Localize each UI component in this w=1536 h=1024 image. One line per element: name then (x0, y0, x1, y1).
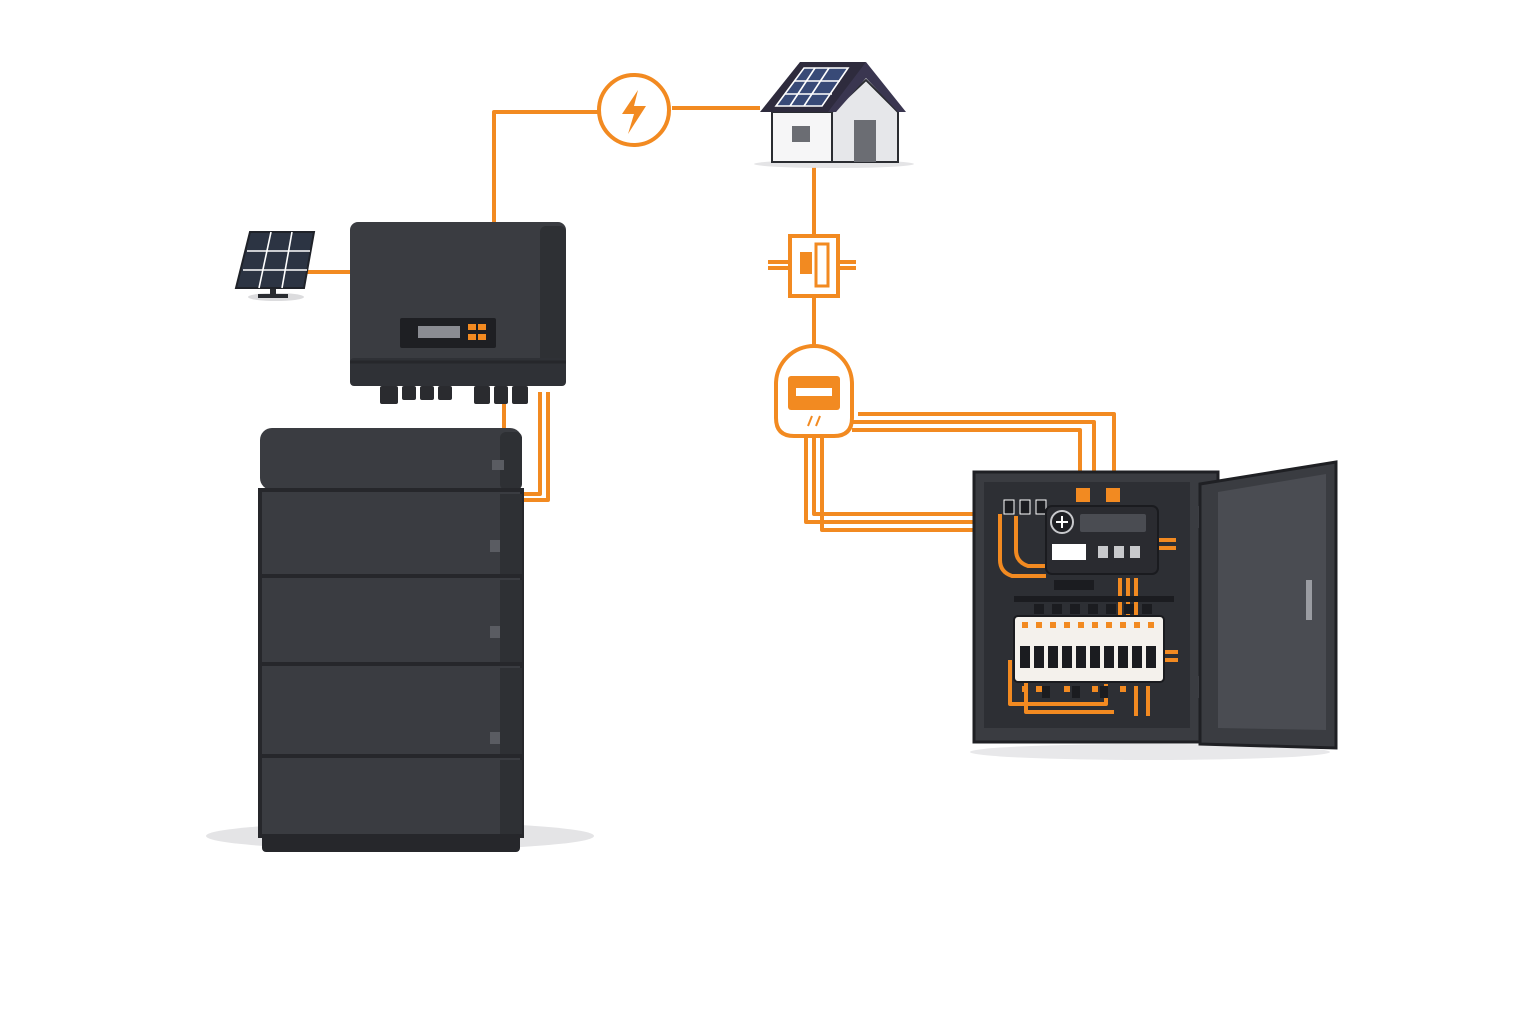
house (754, 62, 914, 168)
solar-panel-icon (234, 231, 316, 289)
solar-panel (234, 231, 316, 301)
house-solar-panel-icon (774, 67, 850, 107)
disconnect-lever (800, 252, 812, 274)
wire-house-to-disconnect (768, 164, 856, 270)
disconnect (788, 234, 840, 298)
panel-display (1052, 544, 1086, 560)
power-node (597, 73, 671, 147)
battery (206, 428, 594, 852)
panel (970, 460, 1338, 760)
battery-module (258, 574, 524, 666)
panel-breakers (1020, 622, 1156, 698)
inverter (350, 222, 566, 404)
wire-meter-to-panel (804, 412, 1116, 532)
panel-door-handle (1306, 580, 1312, 620)
house-door (854, 120, 876, 162)
lightning-bolt-icon (622, 90, 646, 134)
house-window (792, 126, 810, 142)
battery-module (258, 662, 524, 758)
inverter-indicator (468, 324, 476, 330)
battery-handle (492, 460, 504, 470)
meter (774, 344, 854, 438)
inverter-connectors (380, 386, 528, 404)
battery-module (258, 488, 524, 578)
wire-inverter-to-power-node (492, 110, 600, 222)
battery-module (258, 754, 524, 838)
